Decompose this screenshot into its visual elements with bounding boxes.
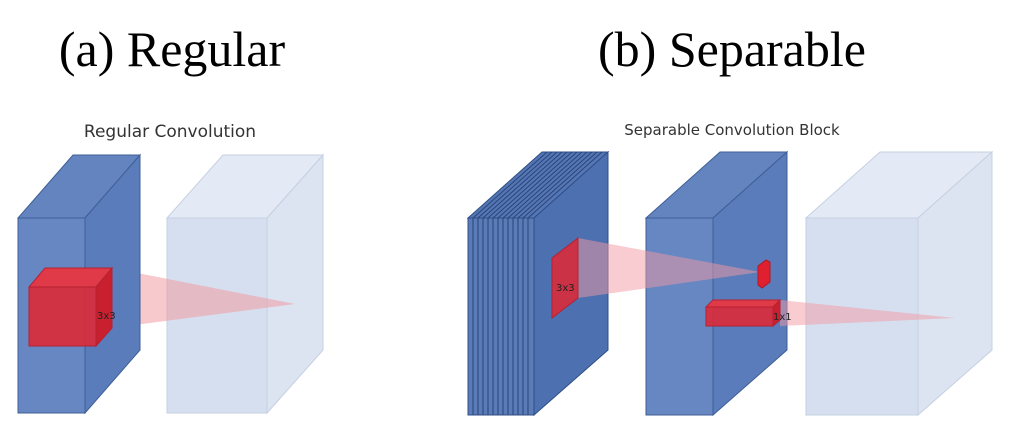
kernel-1x1-pointwise xyxy=(704,298,782,328)
kernel-label-a: 3x3 xyxy=(97,311,116,322)
pointwise-kernel-label: 1x1 xyxy=(773,312,792,323)
slice-lines xyxy=(472,151,603,415)
projection-cone-a xyxy=(112,268,295,328)
output-volume-b xyxy=(804,150,994,417)
input-volume-a xyxy=(16,153,142,415)
panel-b-heading: (b) Separable xyxy=(598,21,866,77)
panel-separable: (b) Separable Separable Convolution Bloc… xyxy=(466,21,994,417)
panel-regular: (a) Regular Regular Convolution 3x3 xyxy=(16,21,325,415)
panel-a-subtitle: Regular Convolution xyxy=(84,122,256,142)
projection-cone-pointwise xyxy=(780,300,955,326)
kernel-3x3-a xyxy=(27,266,114,348)
intermediate-volume-b xyxy=(644,150,789,417)
panel-a-heading: (a) Regular xyxy=(59,21,286,77)
panel-b-subtitle: Separable Convolution Block xyxy=(624,121,840,139)
depthwise-kernel-label: 3x3 xyxy=(556,283,575,294)
depthwise-output-point xyxy=(757,259,771,289)
kernel-3x3-depthwise xyxy=(551,236,579,320)
projection-cone-depthwise xyxy=(578,238,760,298)
